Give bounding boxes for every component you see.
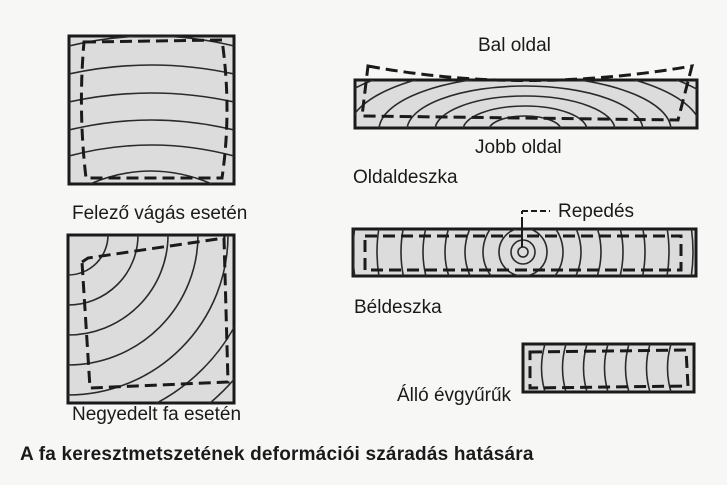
quarter-cut-dashed-shape: [80, 236, 230, 390]
label-negyedelt-fa: Negyedelt fa esetén: [72, 404, 242, 425]
split-cut-dashed-shape: [79, 38, 229, 180]
label-felezo-vagas: Felező vágás esetén: [72, 203, 248, 224]
vertical-rings-section: [521, 342, 696, 394]
split-cut-outline: [67, 34, 236, 186]
split-cut-section: [67, 34, 236, 186]
side-board-rings: [355, 80, 697, 128]
side-board-section: [353, 64, 699, 130]
label-beldeszka: Béldeszka: [354, 297, 442, 318]
vertical-rings-dashed-shape: [528, 348, 690, 390]
side-board-dashed-shape: [360, 64, 695, 122]
label-repedes: Repedés: [558, 201, 635, 222]
quarter-cut-section: [66, 233, 236, 405]
center-board-section: [351, 210, 698, 278]
label-allo-evgyuruk: Álló évgyűrűk: [397, 385, 512, 406]
side-board-outline: [353, 78, 699, 130]
quarter-cut-outline: [66, 233, 236, 405]
figure-caption: A fa keresztmetszetének deformációi szár…: [20, 444, 534, 465]
label-oldaldeszka: Oldaldeszka: [353, 167, 458, 188]
label-bal-oldal: Bal oldal: [478, 35, 551, 56]
label-jobb-oldal: Jobb oldal: [475, 137, 562, 158]
center-board-dashed-shape: [363, 234, 683, 272]
